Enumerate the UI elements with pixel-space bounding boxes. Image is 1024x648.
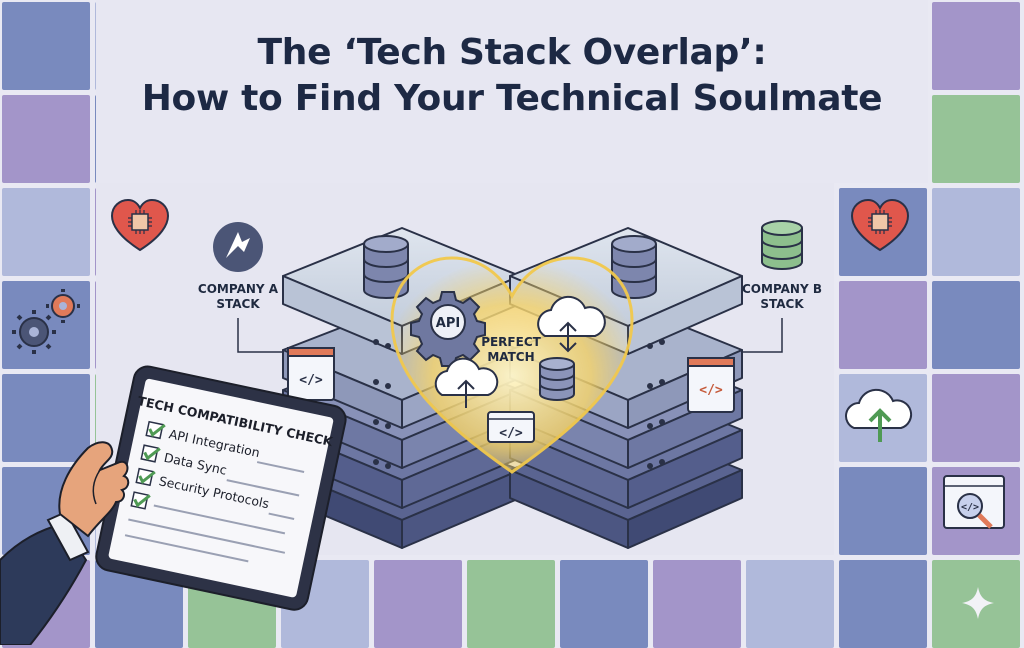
perfect-match-line-2: MATCH xyxy=(487,350,534,364)
background-tile xyxy=(932,2,1020,90)
api-gear-icon: API xyxy=(410,291,486,367)
company-b-database-logo xyxy=(761,220,803,270)
code-search-window-icon: </> xyxy=(943,475,1005,529)
company-a-connector xyxy=(237,318,292,353)
code-glyph: </> xyxy=(499,426,523,441)
tablet-checklist: TECH COMPATIBILITY CHECK API Integration… xyxy=(95,365,347,611)
background-tile xyxy=(839,560,927,648)
background-tile xyxy=(932,374,1020,462)
background-tile xyxy=(2,374,90,462)
perfect-match-line-1: PERFECT xyxy=(481,335,541,349)
code-window-icon: </> xyxy=(487,411,535,443)
title-band xyxy=(96,0,928,183)
background-tile xyxy=(467,560,555,648)
code-tab-right-icon: </> xyxy=(687,357,735,413)
code-glyph: </> xyxy=(299,373,323,388)
cloud-sync-icon xyxy=(537,295,606,353)
background-tile xyxy=(2,95,90,183)
company-a-label-line-1: COMPANY A xyxy=(198,282,279,296)
hand-holding-tablet xyxy=(0,441,130,645)
background-tile xyxy=(932,281,1020,369)
checklist-item xyxy=(130,491,286,535)
company-a-label-line-2: STACK xyxy=(216,297,260,311)
cloud-upload-icon xyxy=(434,357,499,408)
background-tile xyxy=(560,560,648,648)
code-glyph: </> xyxy=(699,383,723,398)
company-a-logo xyxy=(213,222,263,272)
code-tab-left-icon: </> xyxy=(287,347,335,401)
background-tile xyxy=(839,467,927,555)
background-tile xyxy=(746,560,834,648)
background-tile xyxy=(653,560,741,648)
page-title: The ‘Tech Stack Overlap’: How to Find Yo… xyxy=(96,30,928,122)
company-b-connector xyxy=(733,318,783,353)
heart-chip-icon xyxy=(850,198,910,252)
background-tile xyxy=(2,188,90,276)
title-line-1: The ‘Tech Stack Overlap’: xyxy=(257,32,767,73)
gears-icon xyxy=(12,289,80,354)
company-b-label-line-1: COMPANY B xyxy=(742,282,822,296)
code-glyph: </> xyxy=(961,502,979,513)
background-tile xyxy=(2,2,90,90)
cloud-upload-tile-icon xyxy=(845,388,913,442)
api-label: API xyxy=(436,316,460,331)
sparkle-icon xyxy=(962,587,994,619)
title-line-2: How to Find Your Technical Soulmate xyxy=(141,78,883,119)
background-tile xyxy=(374,560,462,648)
background-tile xyxy=(932,95,1020,183)
background-tile xyxy=(932,188,1020,276)
background-tile xyxy=(839,281,927,369)
small-database-icon xyxy=(539,357,575,401)
heart-chip-icon xyxy=(110,198,170,252)
company-b-label-line-2: STACK xyxy=(760,297,804,311)
